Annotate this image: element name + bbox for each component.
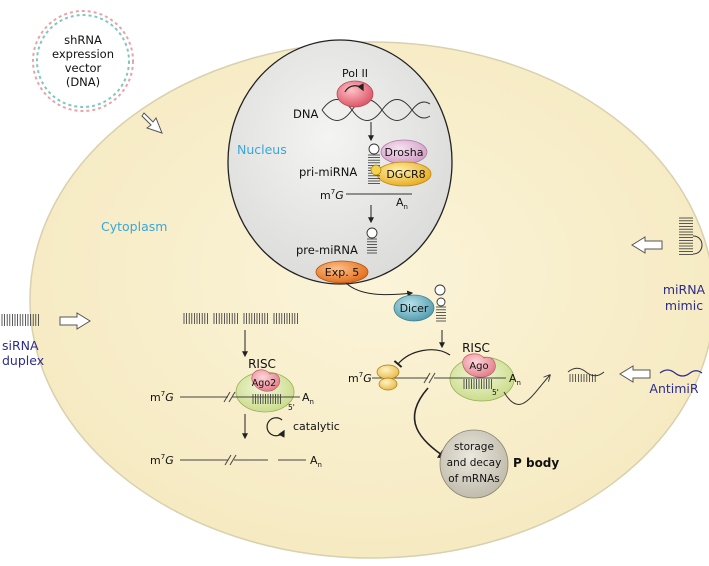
- pri-mirna-hairpin: [368, 143, 382, 185]
- shrna-plasmid: shRNA expression vector (DNA): [32, 10, 134, 112]
- plasmid-label-line4: (DNA): [66, 75, 100, 89]
- catalytic-cycle-icon: [266, 417, 285, 438]
- translation-ribosome: [376, 364, 400, 391]
- exportin5-protein: [315, 260, 369, 284]
- sirna-tail-label: An: [302, 391, 314, 406]
- dna-label: DNA: [293, 107, 318, 121]
- cleaved-tail-label: An: [310, 454, 322, 469]
- exp5-label: Exp. 5: [325, 266, 359, 279]
- antimir-icon: [659, 369, 703, 377]
- sirna-cytoplasm-duplex: [183, 313, 298, 324]
- p-body: [439, 429, 509, 499]
- cell-cytoplasm: [29, 41, 709, 559]
- antimir-entry-arrow: [619, 365, 651, 383]
- translation-repression-arrow: [393, 349, 451, 368]
- dicer-label: Dicer: [400, 302, 429, 315]
- cleaved-mrna: [180, 454, 306, 466]
- pbody-text-line1: storage: [454, 441, 494, 453]
- pri-mirna-label: pri-miRNA: [299, 165, 357, 179]
- antimir-sequestration-arrow: [503, 375, 550, 405]
- pbody-label: P body: [513, 456, 559, 470]
- mirna-mimic-icon: [679, 217, 703, 255]
- plasmid-label-line3: vector: [65, 61, 102, 75]
- sirna-label-line2: duplex: [2, 353, 44, 368]
- pri-cap-label: m7G: [320, 188, 344, 202]
- sirna-label-line1: siRNA: [2, 338, 39, 353]
- pbody-text-line3: of mRNAs: [448, 473, 500, 485]
- nucleus: [227, 39, 453, 285]
- plasmid-entry-arrow: [141, 112, 163, 134]
- plasmid-label-line2: expression: [52, 47, 114, 61]
- sirna-target-mrna: [180, 391, 300, 403]
- sirna-cap-label: m7G: [150, 390, 174, 404]
- sirna-five-prime-label: 5': [288, 403, 295, 412]
- mirna-five-prime-label: 5': [492, 388, 499, 397]
- sirna-risc-label: RISC: [248, 357, 276, 371]
- pre-mirna-hairpin: [366, 227, 378, 254]
- mimic-label-line2: mimic: [665, 298, 703, 313]
- pre-mirna-label: pre-miRNA: [296, 243, 358, 257]
- dicer-bound-hairpin: [434, 284, 446, 322]
- drosha-label: Drosha: [385, 146, 424, 159]
- pol2-label: Pol II: [342, 67, 368, 80]
- catalytic-label: catalytic: [293, 420, 340, 433]
- pri-tail-label: An: [396, 196, 408, 211]
- mimic-label-line1: miRNA: [663, 282, 706, 297]
- dgcr8-label: DGCR8: [386, 168, 425, 181]
- nucleus-label: Nucleus: [237, 142, 287, 157]
- plasmid-label-line1: shRNA: [64, 33, 102, 47]
- antimir-bound-complex: [567, 367, 605, 382]
- ago-label: Ago: [469, 361, 488, 372]
- mirna-risc-complex: [449, 353, 515, 402]
- sirna-duplex-icon: [1, 314, 39, 326]
- mirna-risc-label: RISC: [462, 341, 490, 355]
- antimir-label: AntimiR: [649, 381, 698, 396]
- cytoplasm-label: Cytoplasm: [101, 219, 167, 234]
- pol2-enzyme: [336, 80, 374, 108]
- mirna-target-mrna: [372, 372, 506, 384]
- mirna-tail-label: An: [509, 372, 521, 387]
- dicer-enzyme: [393, 294, 435, 322]
- nuclear-export-arrow: [345, 282, 414, 297]
- cleaved-cap-label: m7G: [150, 453, 174, 467]
- mirna-cap-label: m7G: [348, 371, 372, 385]
- pbody-routing-arrow: [413, 387, 448, 460]
- pbody-text-line2: and decay: [447, 457, 502, 469]
- sirna-entry-arrow: [59, 312, 91, 330]
- sirna-risc-complex: [235, 369, 295, 413]
- mimic-entry-arrow: [631, 236, 663, 254]
- ago2-label: Ago2: [252, 378, 276, 389]
